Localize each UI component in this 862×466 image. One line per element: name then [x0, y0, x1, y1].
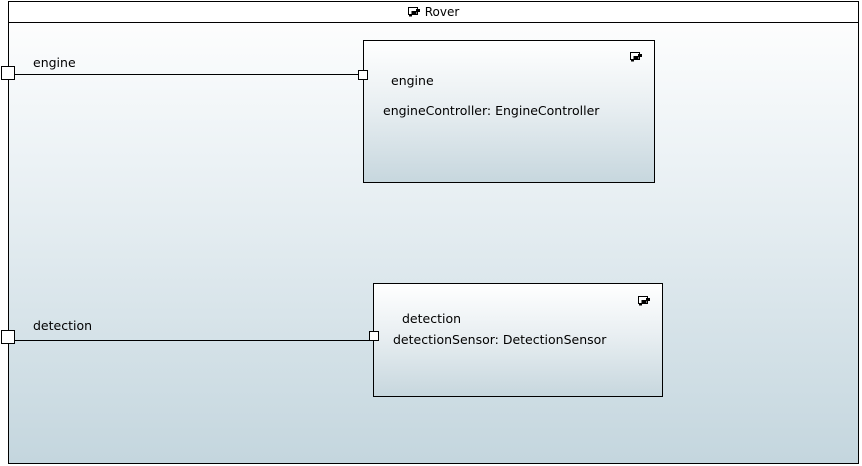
rover-title: Rover — [424, 5, 460, 19]
engine-connector[interactable] — [15, 74, 364, 75]
engine-part-port[interactable] — [358, 70, 368, 80]
detection-part[interactable]: detection detectionSensor: DetectionSens… — [373, 283, 663, 397]
engine-part-name: engine — [391, 73, 434, 88]
engine-port-label: engine — [33, 55, 76, 70]
rover-detection-port[interactable] — [1, 330, 15, 344]
detection-part-name: detection — [402, 311, 462, 326]
component-icon — [630, 47, 643, 62]
engine-part-type: engineController: EngineController — [383, 103, 600, 118]
rover-engine-port[interactable] — [1, 66, 15, 80]
component-icon — [638, 291, 651, 306]
detection-connector[interactable] — [15, 340, 375, 341]
detection-part-type: detectionSensor: DetectionSensor — [393, 332, 607, 347]
engine-part[interactable]: engine engineController: EngineControlle… — [363, 40, 655, 183]
component-icon — [407, 7, 421, 17]
detection-part-port[interactable] — [369, 331, 379, 341]
rover-header: Rover — [9, 2, 858, 23]
detection-port-label: detection — [33, 318, 93, 333]
